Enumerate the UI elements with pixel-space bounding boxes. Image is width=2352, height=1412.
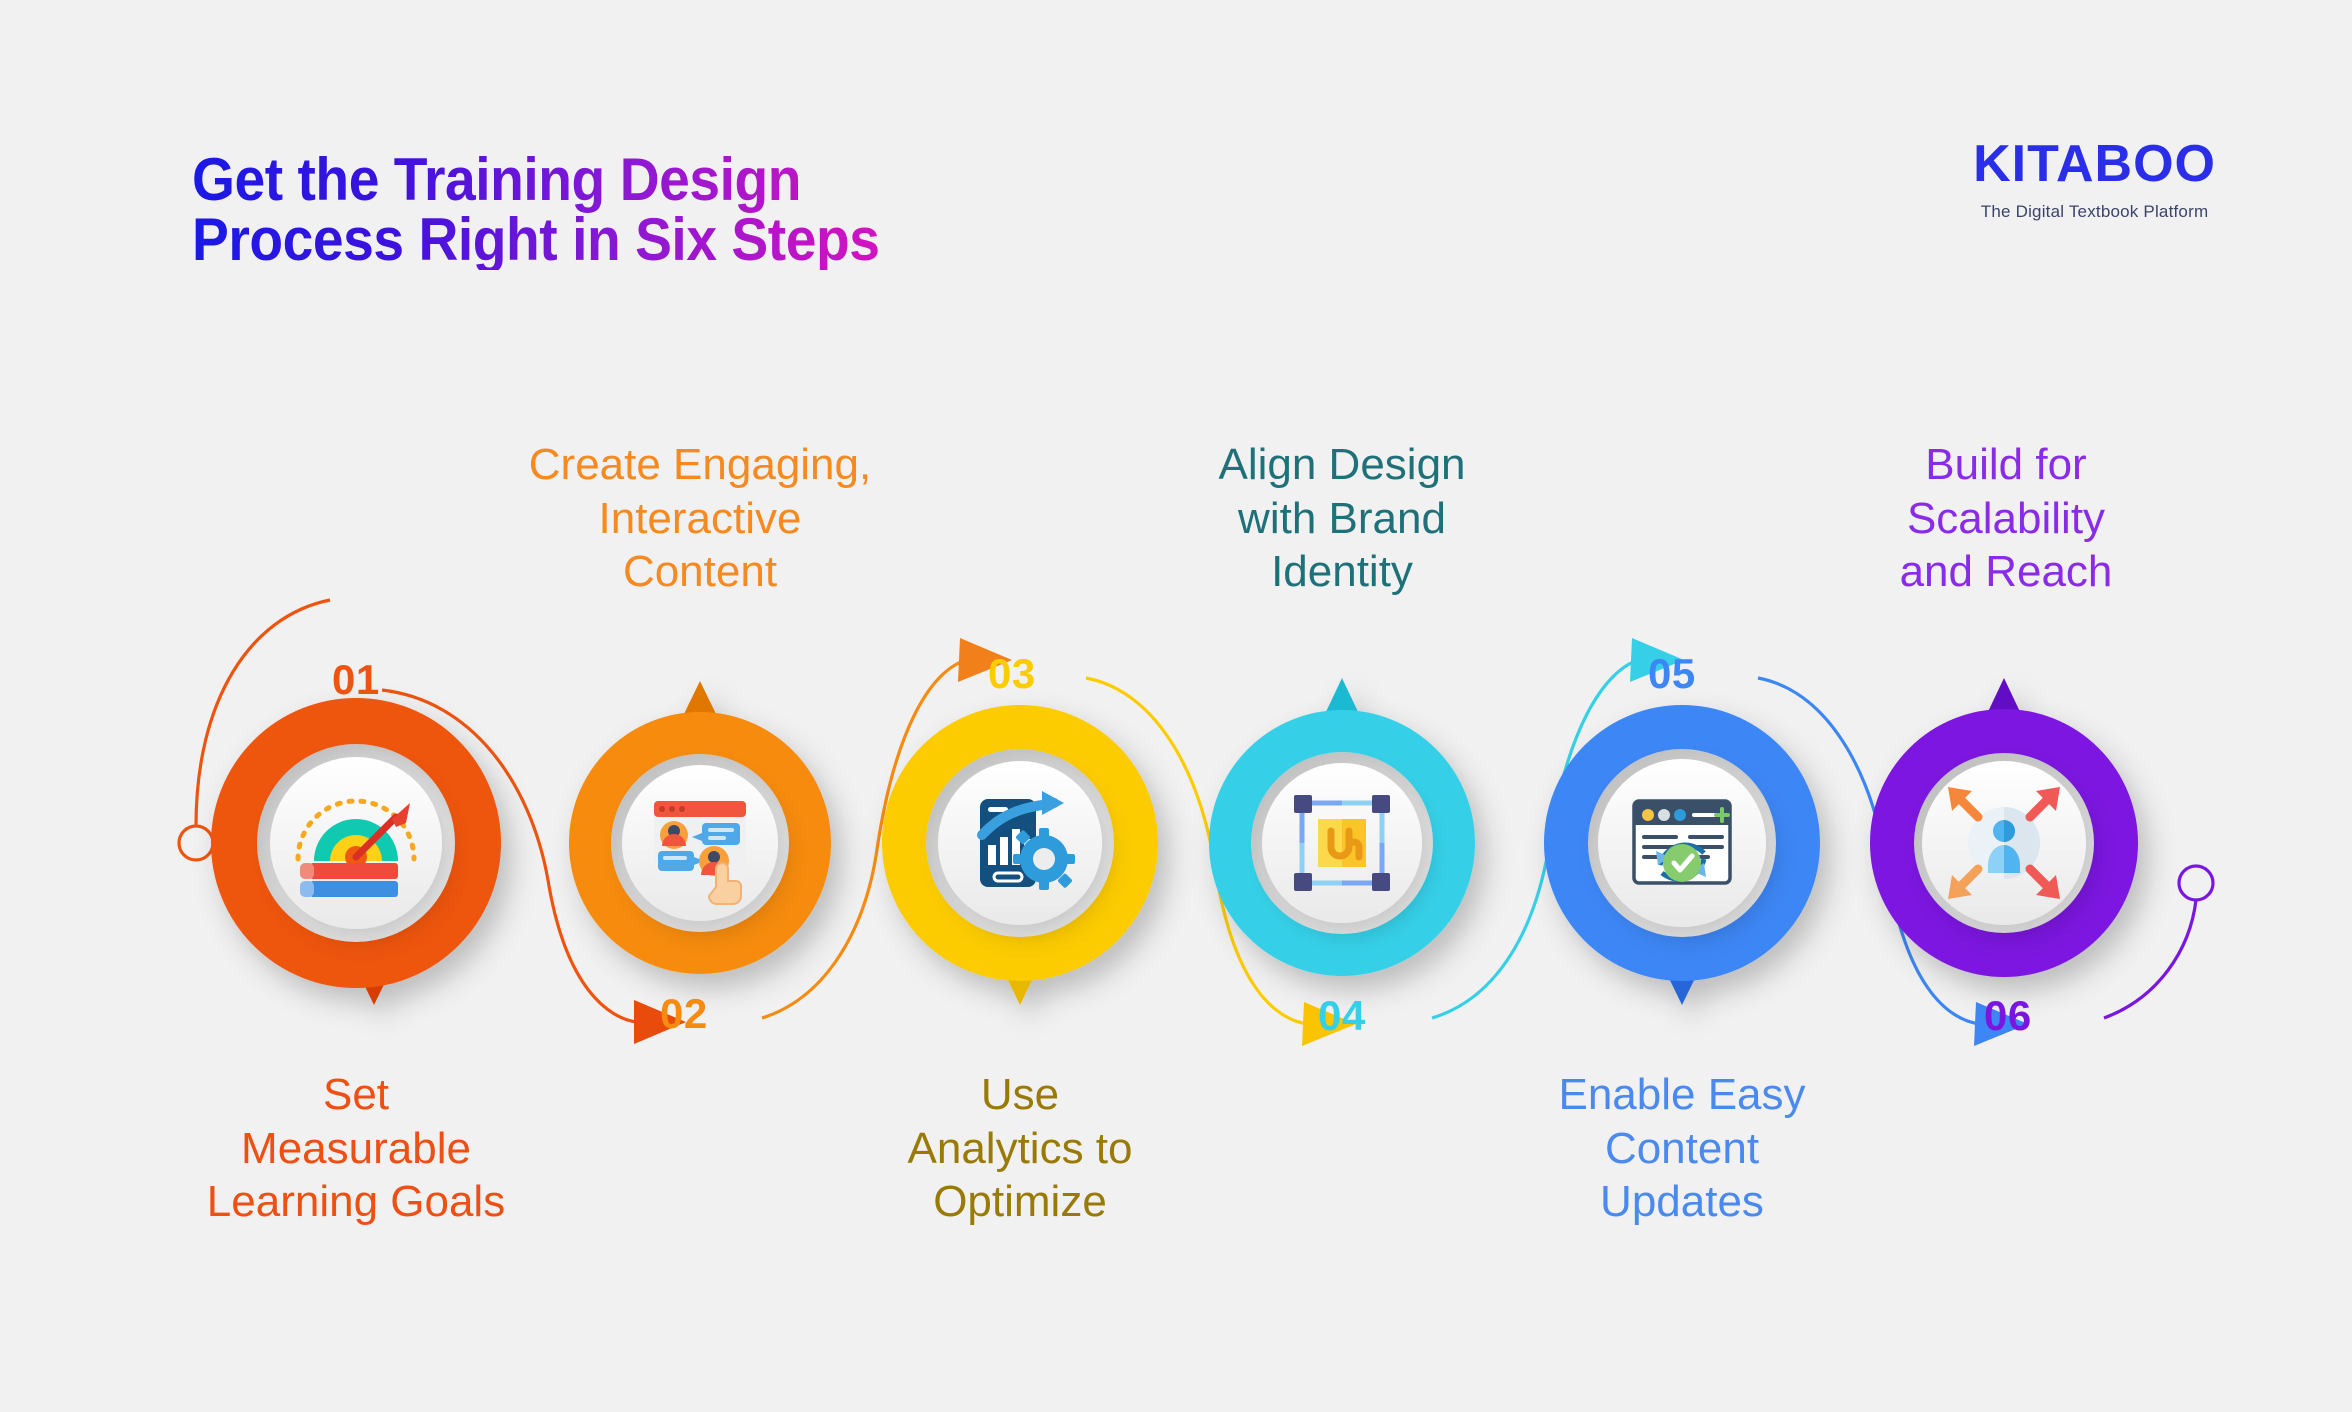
connector-arrowhead-04	[1302, 1002, 1356, 1046]
step-number-06: 06	[1984, 992, 2032, 1039]
step-ring-01	[211, 698, 501, 988]
step-node-04[interactable]	[1209, 678, 1475, 976]
brand-identity-logo-icon	[1294, 795, 1390, 891]
step-number-04: 04	[1318, 992, 1366, 1039]
step-ring-04	[1209, 710, 1475, 976]
step-caption-03: Use Analytics to Optimize	[907, 1070, 1133, 1227]
brand-logo: KITABOO The Digital Textbook Platform	[1973, 138, 2216, 222]
step-node-03[interactable]	[882, 705, 1158, 1005]
interactive-content-window-icon	[654, 801, 746, 905]
ring-pointer-06	[1986, 678, 2022, 716]
step-node-02[interactable]	[569, 681, 831, 974]
connector-arrowhead-03	[958, 638, 1012, 682]
step-number-01: 01	[332, 656, 380, 703]
target-goal-books-icon	[295, 798, 417, 897]
connector-arrowhead-06	[1974, 1002, 2028, 1046]
step-ring-06	[1870, 709, 2138, 977]
connector-start-marker	[177, 824, 215, 862]
step-ring-03	[882, 705, 1158, 981]
connector-end-marker	[2177, 864, 2215, 902]
connector-arc-03-to-04	[1212, 859, 1309, 1026]
connector-arc-01-left	[194, 598, 331, 827]
logo-wordmark: KITABOO	[1973, 135, 2216, 193]
connector-arrowhead-05	[1630, 638, 1684, 682]
connector-arc-03-right	[1085, 676, 1216, 861]
header: Get the Training Design Process Right in…	[0, 0, 2352, 360]
connector-arc-04-right	[1431, 851, 1550, 1020]
ring-pointer-02	[682, 681, 718, 718]
step-ring-05	[1544, 705, 1820, 981]
page-title: Get the Training Design Process Right in…	[192, 146, 880, 273]
step-caption-06: Build for Scalability and Reach	[1899, 440, 2113, 597]
step-number-03: 03	[988, 650, 1036, 697]
ring-pointer-04	[1324, 678, 1360, 716]
connector-arc-02-to-03	[874, 658, 967, 857]
connector-arc-06-right	[2103, 899, 2198, 1020]
logo-tagline: The Digital Textbook Platform	[1980, 202, 2209, 221]
step-number-05: 05	[1648, 650, 1696, 697]
step-caption-02: Create Engaging, Interactive Content	[528, 440, 872, 597]
step-caption-05: Enable Easy Content Updates	[1558, 1070, 1806, 1227]
step-node-05[interactable]	[1544, 705, 1820, 1005]
step-node-01[interactable]	[211, 698, 501, 1005]
connector-arc-01-to-02	[546, 879, 637, 1024]
step-number-02: 02	[660, 990, 708, 1037]
scalability-expand-person-icon	[1948, 787, 2060, 899]
step-caption-04: Align Design with Brand Identity	[1218, 440, 1466, 597]
step-ring-02	[569, 712, 831, 974]
content-update-browser-icon	[1632, 799, 1732, 885]
step-caption-01: Set Measurable Learning Goals	[206, 1070, 506, 1227]
step-node-06[interactable]	[1870, 678, 2138, 977]
connector-arc-01-right	[381, 688, 550, 881]
connector-arc-02-right	[761, 855, 878, 1020]
connector-arrowhead-02	[634, 1000, 686, 1044]
analytics-chart-gear-icon	[977, 791, 1075, 890]
